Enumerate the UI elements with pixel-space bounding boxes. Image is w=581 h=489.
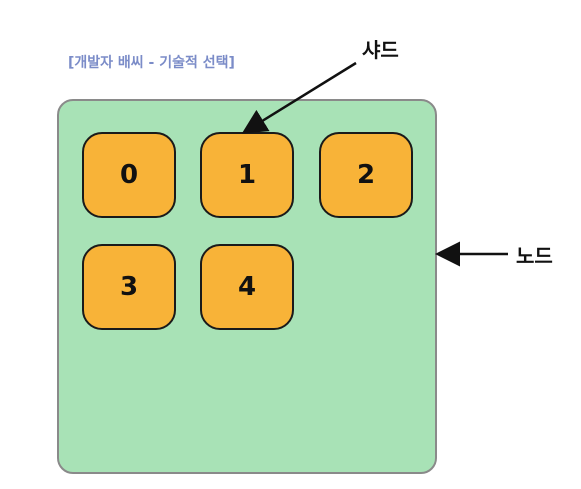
shard-2: 2 xyxy=(319,132,413,218)
shard-arrow xyxy=(241,61,357,134)
shard-3: 3 xyxy=(82,244,176,330)
shard-label: 샤드 xyxy=(362,38,399,62)
diagram-caption: [개발자 배씨 - 기술적 선택] xyxy=(68,55,235,71)
shard-0: 0 xyxy=(82,132,176,218)
shard-4: 4 xyxy=(200,244,294,330)
shard-1: 1 xyxy=(200,132,294,218)
node-label: 노드 xyxy=(516,244,553,268)
